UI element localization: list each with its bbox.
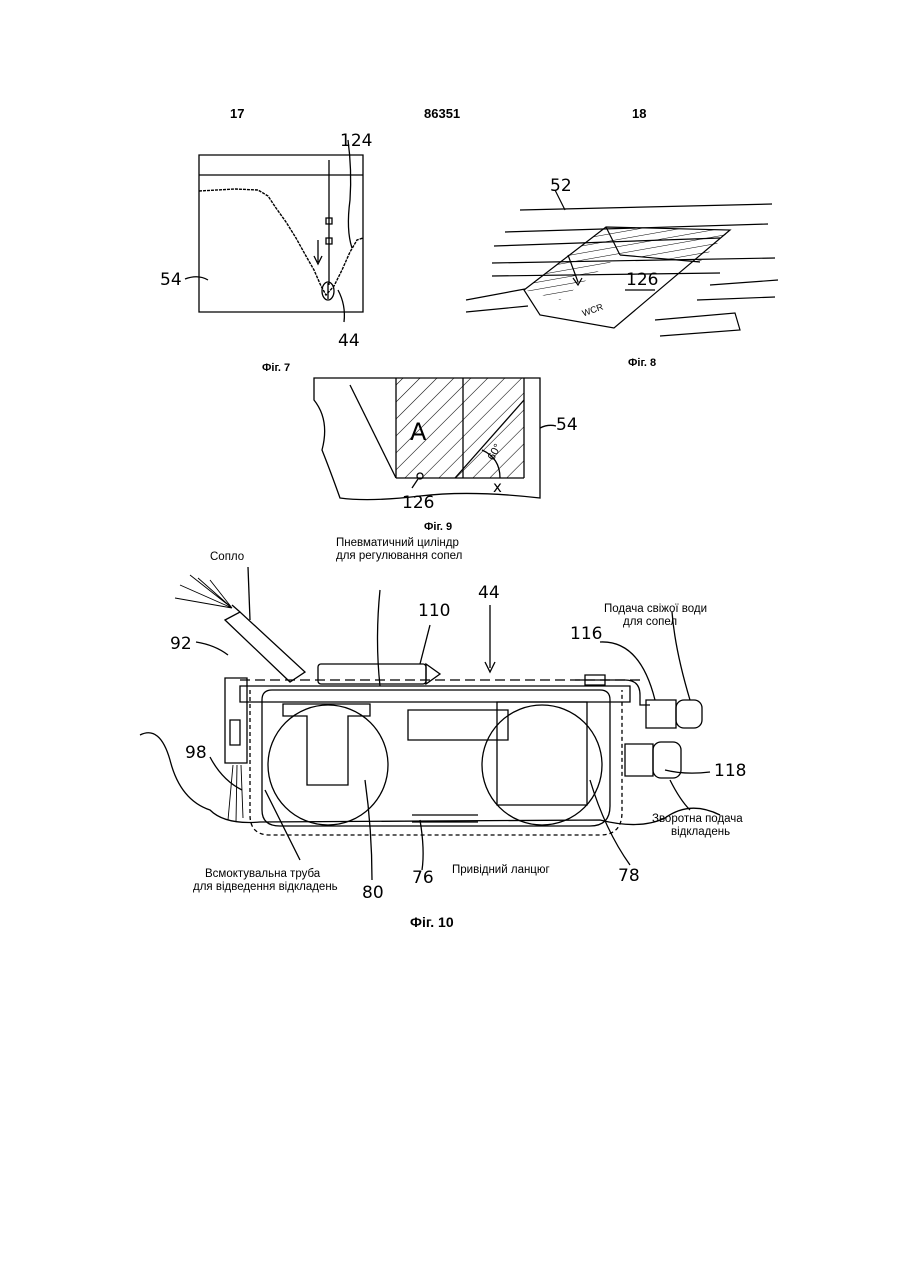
fig8-ref-52: 52: [550, 176, 572, 196]
fig9-ref-54: 54: [556, 415, 578, 435]
fig10-leader-cylinder: [378, 590, 381, 686]
fig10-label-cylinder-1: Пневматичний циліндр: [336, 537, 459, 550]
fig10-caption: Фіг. 10: [410, 914, 454, 930]
fig8-line-5: [492, 273, 720, 276]
fig9-caption: Фіг. 9: [424, 521, 452, 533]
fig8-line-6: [710, 280, 778, 285]
fig10-ref-92: 92: [170, 634, 192, 654]
fig10-nozzle-spray: [175, 575, 232, 608]
fig10-label-water-2: для сопел: [623, 616, 677, 629]
fig9-ref-126: 126: [402, 493, 434, 513]
fig10-label-water-1: Подача свіжої води: [604, 603, 707, 616]
fig10-suction-spray: [228, 765, 243, 822]
fig10-wheel-80: [268, 705, 388, 825]
fig10-leader-nozzle: [248, 567, 250, 620]
fig10-label-nozzle: Сопло: [210, 551, 244, 564]
fig8-line-1: [520, 204, 772, 210]
fig7-caption: Фіг. 7: [262, 362, 290, 374]
fig10-leader-92: [196, 642, 228, 655]
fig10-leader-116: [600, 642, 655, 700]
fig7-ref-54: 54: [160, 270, 182, 290]
fig10-ref-78: 78: [618, 866, 640, 886]
fig10-ref-116: 116: [570, 624, 602, 644]
fig8-caption: Фіг. 8: [628, 357, 656, 369]
fig10-label-suction-1: Всмоктувальна труба: [205, 868, 320, 881]
fig10-leader-80: [365, 780, 372, 880]
fig10-nozzle-tip: [232, 605, 240, 612]
fig10-ref-110: 110: [418, 601, 450, 621]
fig10-pipe-valve: [230, 720, 240, 745]
figure-7: [185, 140, 363, 322]
fig10-label-return-2: відкладень: [671, 826, 730, 839]
fig8-line-7: [697, 297, 775, 300]
fig8-line-4: [492, 258, 775, 263]
fig10-t-bracket: [283, 704, 370, 785]
fig10-box-78: [497, 702, 587, 805]
fig10-leader-76: [420, 820, 423, 870]
fig10-track-chain: [250, 690, 622, 835]
fig9-leader-126: [412, 479, 418, 488]
fig7-leader-44: [338, 290, 344, 322]
fig10-ref-118: 118: [714, 761, 746, 781]
fig10-label-return-1: Зворотна подача: [652, 813, 743, 826]
fig8-rail-left: [466, 289, 528, 312]
fig10-leader-118: [665, 770, 710, 773]
fig10-nozzle-92: [225, 612, 305, 682]
figure-8: [466, 190, 778, 336]
fig10-wheel-78: [482, 705, 602, 825]
fig10-label-suction-2: для відведення відкладень: [193, 881, 338, 894]
fig8-ref-126: 126: [626, 270, 658, 290]
fig9-label-a: A: [410, 418, 426, 446]
fig10-ref-44: 44: [478, 583, 500, 603]
fig7-tank-outline: [199, 155, 363, 312]
fig10-water-pipe: [575, 680, 650, 705]
fig10-plate: [408, 710, 508, 740]
fig10-leader-return: [670, 780, 690, 810]
fig7-ref-44: 44: [338, 331, 360, 351]
fig9-leader-54: [540, 425, 556, 428]
fig7-ref-124: 124: [340, 131, 372, 151]
fig10-cylinder-tip: [426, 664, 440, 684]
fig9-label-x: x: [493, 478, 502, 496]
figure-9: [314, 378, 556, 500]
fig10-label-cylinder-2: для регулювання сопел: [336, 550, 462, 563]
fig9-slope: [350, 385, 396, 478]
fig7-leader-54: [185, 277, 208, 280]
fig10-frame-top: [240, 686, 630, 702]
fig7-sediment-profile: [199, 189, 363, 295]
fig8-rail-right: [655, 313, 740, 336]
fig10-ground: [140, 733, 720, 825]
fig10-pipe-116-fitting: [646, 700, 676, 728]
fig10-leader-110: [420, 625, 430, 664]
fig10-ref-98: 98: [185, 743, 207, 763]
fig10-cylinder-110: [318, 664, 426, 684]
fig7-leader-124: [348, 140, 352, 248]
fig10-ref-80: 80: [362, 883, 384, 903]
fig10-ref-76: 76: [412, 868, 434, 888]
fig10-label-chain: Привідний ланцюг: [452, 864, 550, 877]
fig10-pipe-118-fitting: [625, 744, 653, 776]
fig10-pipe-116: [676, 700, 702, 728]
